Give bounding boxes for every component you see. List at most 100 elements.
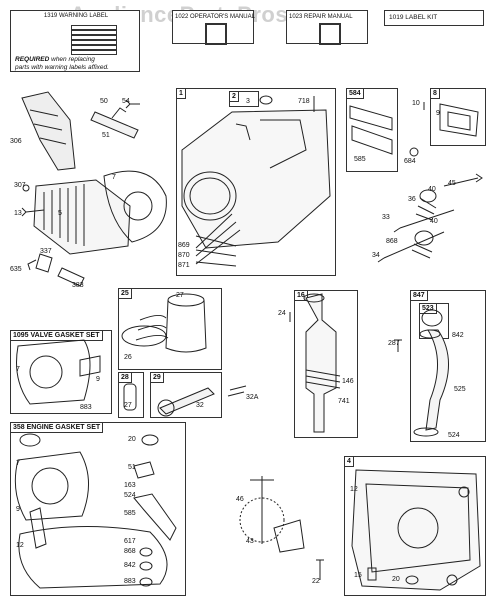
- warning-label-box[interactable]: 1319 WARNING LABEL REQUIRED when replaci…: [10, 10, 140, 72]
- box-2[interactable]: 2: [229, 91, 259, 107]
- part-label[interactable]: 524: [124, 492, 136, 499]
- cam-part: [273, 519, 305, 553]
- cylinder-block-part: [181, 109, 331, 249]
- part-label[interactable]: 842: [124, 562, 136, 569]
- manual-icon: [205, 23, 227, 45]
- part-label[interactable]: 163: [124, 482, 136, 489]
- part-label[interactable]: 306: [10, 138, 22, 145]
- part-label[interactable]: 51: [128, 464, 136, 471]
- operators-manual-title: 1022 OPERATOR'S MANUAL: [175, 14, 255, 20]
- part-label[interactable]: 718: [298, 98, 310, 105]
- part-label[interactable]: 585: [354, 156, 366, 163]
- box-number: 2: [229, 91, 239, 102]
- part-label[interactable]: 45: [448, 180, 456, 187]
- part-label[interactable]: 13: [14, 210, 22, 217]
- box-25[interactable]: 25: [118, 288, 222, 370]
- part-label[interactable]: 383: [72, 282, 84, 289]
- manual-icon: [319, 23, 341, 45]
- part-label[interactable]: 50: [100, 98, 108, 105]
- head-gasket-part: [103, 170, 167, 243]
- part-label[interactable]: 36: [408, 196, 416, 203]
- repair-manual-box[interactable]: 1023 REPAIR MANUAL: [286, 10, 368, 45]
- label-kit-title: 1019 LABEL KIT: [389, 14, 438, 21]
- repair-manual-title: 1023 REPAIR MANUAL: [289, 14, 353, 20]
- part-label[interactable]: 10: [412, 100, 420, 107]
- part-label[interactable]: 40: [430, 218, 438, 225]
- part-label[interactable]: 54: [122, 98, 130, 105]
- cylinder-head-part: [33, 179, 131, 255]
- part-label[interactable]: 7: [16, 460, 20, 467]
- box-number: 28: [118, 372, 132, 383]
- part-label[interactable]: 871: [178, 262, 190, 269]
- piston-part: [165, 299, 207, 353]
- part-label[interactable]: 32: [196, 402, 204, 409]
- part-label[interactable]: 525: [454, 386, 466, 393]
- part-label[interactable]: 870: [178, 252, 190, 259]
- connecting-rod-part: [159, 387, 215, 415]
- part-label[interactable]: 12: [16, 542, 24, 549]
- part-label[interactable]: 9: [96, 376, 100, 383]
- shroud-part: [21, 91, 76, 171]
- part-label[interactable]: 5: [58, 210, 62, 217]
- part-label[interactable]: 26: [124, 354, 132, 361]
- part-label[interactable]: 635: [10, 266, 22, 273]
- governor-gear-part: [239, 497, 285, 543]
- part-label[interactable]: 40: [428, 186, 436, 193]
- part-label[interactable]: 617: [124, 538, 136, 545]
- part-label[interactable]: 33: [382, 214, 390, 221]
- part-label[interactable]: 9: [16, 506, 20, 513]
- part-label[interactable]: 43: [246, 538, 254, 545]
- part-label[interactable]: 337: [40, 248, 52, 255]
- part-label[interactable]: 20: [392, 576, 400, 583]
- part-label[interactable]: 27: [176, 292, 184, 299]
- part-label[interactable]: 307: [14, 182, 26, 189]
- label-kit-box[interactable]: 1019 LABEL KIT: [384, 10, 484, 26]
- part-label[interactable]: 741: [338, 398, 350, 405]
- part-label[interactable]: 883: [124, 578, 136, 585]
- box-number: 1: [176, 88, 186, 99]
- part-label[interactable]: 3: [246, 98, 250, 105]
- kit-title: 358 ENGINE GASKET SET: [10, 422, 104, 433]
- box-number: 584: [346, 88, 364, 99]
- box-number: 29: [150, 372, 164, 383]
- kit-title: 1095 VALVE GASKET SET: [10, 330, 103, 341]
- sump-part: [351, 469, 481, 591]
- spark-plug-part: [35, 253, 53, 273]
- part-label[interactable]: 868: [386, 238, 398, 245]
- part-label[interactable]: 883: [80, 404, 92, 411]
- part-label[interactable]: 32A: [246, 394, 259, 401]
- part-label[interactable]: 842: [452, 332, 464, 339]
- part-label[interactable]: 9: [436, 110, 440, 117]
- part-label[interactable]: 146: [342, 378, 354, 385]
- operators-manual-box[interactable]: 1022 OPERATOR'S MANUAL: [172, 10, 255, 45]
- dipstick-tube-part: [425, 329, 449, 431]
- part-label[interactable]: 7: [112, 174, 116, 181]
- part-label[interactable]: 7: [16, 366, 20, 373]
- part-label[interactable]: 22: [312, 578, 320, 585]
- valve-part: [377, 231, 445, 263]
- warning-label-graphic: [71, 25, 117, 55]
- part-label[interactable]: 15: [354, 572, 362, 579]
- screw-part: [125, 99, 140, 109]
- part-label[interactable]: 585: [124, 510, 136, 517]
- part-label[interactable]: 287: [388, 340, 400, 347]
- box-number: 4: [344, 456, 354, 467]
- box-8[interactable]: 8: [430, 88, 486, 146]
- part-label[interactable]: 524: [448, 432, 460, 439]
- engine-gasket-box[interactable]: 358 ENGINE GASKET SET: [10, 422, 186, 596]
- part-label[interactable]: 46: [236, 496, 244, 503]
- part-label[interactable]: 869: [178, 242, 190, 249]
- part-label[interactable]: 20: [128, 436, 136, 443]
- part-label[interactable]: 34: [372, 252, 380, 259]
- box-number: 847: [410, 290, 428, 301]
- part-label[interactable]: 24: [278, 310, 286, 317]
- box-584[interactable]: 584: [346, 88, 398, 172]
- warning-note: REQUIRED when replacing parts with warni…: [15, 56, 109, 71]
- part-label[interactable]: 27: [124, 402, 132, 409]
- box-number: 8: [430, 88, 440, 99]
- part-label[interactable]: 12: [350, 486, 358, 493]
- part-label[interactable]: 51: [102, 132, 110, 139]
- part-label[interactable]: 868: [124, 548, 136, 555]
- part-label[interactable]: 684: [404, 158, 416, 165]
